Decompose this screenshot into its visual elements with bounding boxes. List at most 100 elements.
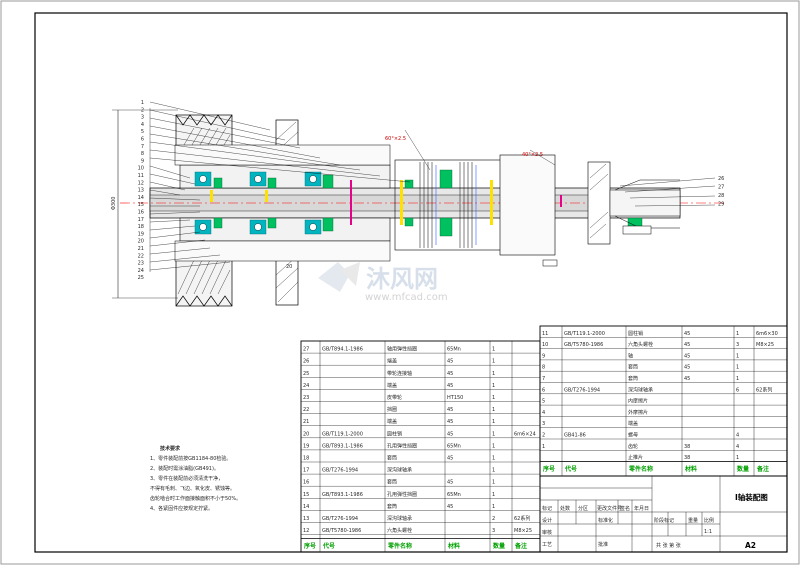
bom-cell-no: 9 (542, 353, 545, 359)
tech-note-line: 齿轮啮合时工作面接触面积不小于50%。 (150, 495, 241, 502)
bom-cell-name: 六角头螺栓 (387, 527, 412, 534)
bom-cell-note: 6m6×30 (756, 331, 778, 337)
bom-cell-name: 齿轮 (628, 443, 638, 450)
balloon-number: 19 (138, 231, 144, 237)
bom-cell-name: 孔用弹性挡圈 (387, 442, 417, 449)
bom-cell-no: 5 (542, 399, 545, 405)
tech-note-line: 1、零件装配前按GB1184-80检验。 (150, 455, 231, 462)
balloon-number: 1 (141, 100, 144, 106)
bom-cell-no: 24 (303, 383, 309, 389)
balloon-number: 6 (141, 137, 144, 143)
bom-cell-no: 26 (303, 359, 309, 365)
bom-cell-no: 4 (542, 410, 545, 416)
bom-cell-code: GB/T5780-1986 (322, 528, 361, 534)
balloon-number: 24 (138, 268, 144, 274)
balloon-number: 7 (141, 144, 144, 150)
bom-cell-qty: 1 (492, 468, 495, 474)
diameter-label: Φ300 (111, 197, 117, 210)
watermark: 沐风网 www.mfcad.com (318, 262, 448, 303)
tech-note-line: 3、零件在装配前必须清洗干净， (150, 475, 223, 482)
gear-right (499, 154, 611, 267)
bom-cell-name: 套筒 (387, 455, 397, 462)
bom-cell-name: 圆柱销 (628, 330, 643, 337)
balloon-number: 15 (138, 202, 144, 208)
balloon-numbers-left: 1234567891011121314151617181920212223242… (138, 100, 144, 281)
bom-header-cell: 序号 (303, 542, 316, 550)
balloon-number: 28 (718, 193, 724, 199)
bom-cell-no: 17 (303, 468, 309, 474)
bom-cell-mat: 38 (684, 444, 690, 450)
bom-cell-code: GB/T276-1994 (322, 516, 358, 522)
shaft-assembly-section: Φ300 20 60°×2.5 40°×2.5 1234567891011121… (111, 100, 725, 307)
tb-role-design: 设计 (542, 517, 552, 524)
bom-cell-name: 内摩擦片 (628, 398, 648, 405)
bom-cell-name: 深沟球轴承 (387, 467, 412, 474)
balloon-number: 16 (138, 210, 144, 216)
bom-cell-no: 3 (542, 421, 545, 427)
bom-cell-mat: 45 (684, 376, 690, 382)
bom-cell-code: GB/T894.1-1986 (322, 347, 363, 353)
tb-stage-label: 阶段标记 (654, 517, 674, 524)
bom-cell-qty: 2 (492, 516, 495, 522)
bom-cell-no: 22 (303, 407, 309, 413)
bom-cell-no: 13 (303, 516, 309, 522)
bom-cell-qty: 1 (492, 431, 495, 437)
bom-cell-no: 15 (303, 492, 309, 498)
bom-cell-name: 圆柱销 (387, 430, 402, 437)
bom-cell-code: GB/T119.1-2000 (322, 431, 363, 437)
balloon-number: 5 (141, 129, 144, 135)
bom-cell-name: 套筒 (387, 503, 397, 510)
tech-notes-title: 技术要求 (160, 445, 181, 452)
balloon-number: 20 (138, 239, 144, 245)
tb-label-date: 年月日 (634, 505, 649, 512)
bom-cell-name: 端盖 (387, 382, 397, 389)
balloon-number: 13 (138, 188, 144, 194)
bom-cell-qty: 1 (736, 353, 739, 359)
bom-cell-name: 端盖 (387, 418, 397, 425)
balloon-number: 12 (138, 180, 144, 186)
bom-cell-mat: 45 (447, 456, 453, 462)
bom-cell-no: 6 (542, 387, 545, 393)
bom-cell-qty: 1 (492, 443, 495, 449)
balloon-number: 2 (141, 107, 144, 113)
tb-label-mark: 标记 (542, 505, 552, 512)
leader-lines-right (619, 177, 716, 207)
bom-cell-qty: 4 (736, 444, 739, 450)
balloon-number: 18 (138, 224, 144, 230)
bom-cell-mat: 45 (447, 480, 453, 486)
balloon-number: 29 (718, 202, 724, 208)
bom-cell-no: 2 (542, 433, 545, 439)
balloon-number: 4 (141, 122, 144, 128)
bom-cell-code: GB/T276-1994 (322, 468, 358, 474)
bom-cell-qty: 1 (492, 359, 495, 365)
diameter-dimension: Φ300 (111, 109, 178, 299)
balloon-number: 26 (718, 176, 724, 182)
colored-markers (210, 180, 562, 225)
bom-cell-qty: 3 (492, 528, 495, 534)
dim-tag-left: 60°×2.5 (385, 136, 406, 142)
watermark-brand: 沐风网 (366, 265, 438, 293)
tb-role-process: 工艺 (542, 542, 552, 548)
bom-cell-mat: 38 (684, 455, 690, 461)
bom-cell-no: 18 (303, 456, 309, 462)
small-dimension-label: 20 (286, 264, 292, 270)
tb-sheet-info: 共 张 第 张 (656, 542, 681, 549)
bom-header-cell: 备注 (514, 542, 527, 550)
bom-cell-name: 皮带轮 (387, 394, 402, 401)
bom-header-cell: 数量 (737, 465, 749, 473)
tb-scale-label: 比例 (704, 517, 714, 524)
bom-cell-qty: 1 (492, 492, 495, 498)
bom-cell-name: 螺母 (628, 432, 638, 439)
bom-header-cell: 代号 (564, 465, 577, 473)
bom-cell-name: 套筒 (628, 375, 638, 382)
balloon-number: 9 (141, 158, 144, 164)
balloon-number: 27 (718, 185, 724, 191)
bom-cell-no: 12 (303, 528, 309, 534)
balloon-number: 22 (138, 253, 144, 259)
watermark-logo-icon (318, 262, 360, 292)
bom-cell-qty: 1 (736, 455, 739, 461)
bom-cell-name: 轴 (628, 352, 633, 359)
bom-cell-mat: 45 (447, 431, 453, 437)
tech-note-line: 不得有毛刺、飞边、氧化皮、锈蚀等。 (150, 485, 235, 492)
bom-cell-no: 8 (542, 365, 545, 371)
